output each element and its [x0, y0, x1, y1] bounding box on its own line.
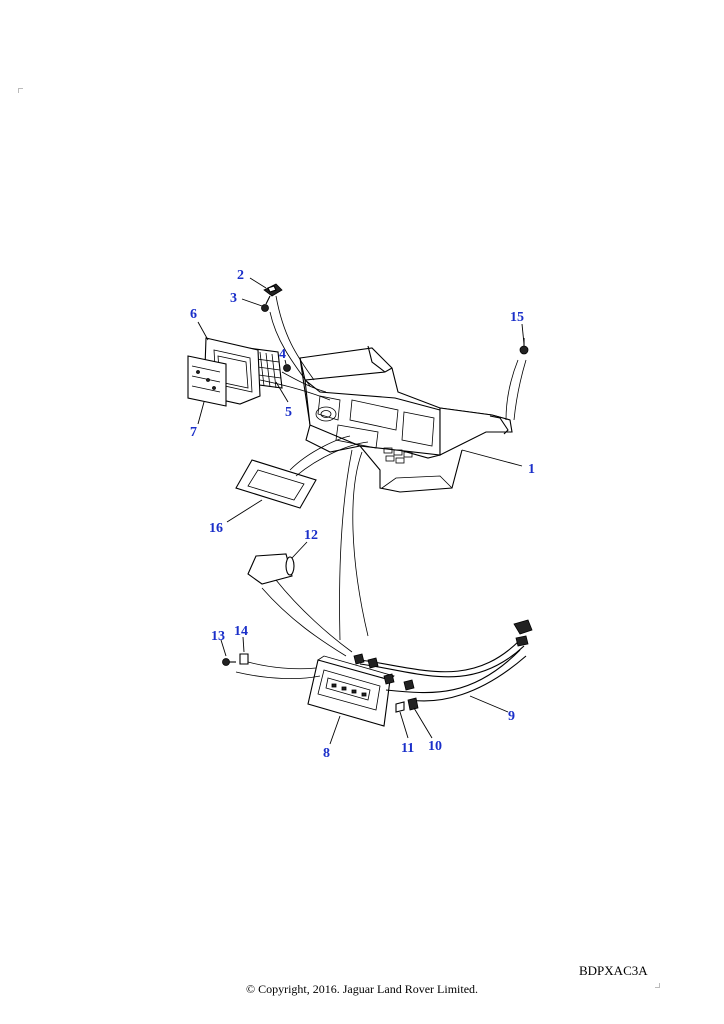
callout-16: 16 — [209, 521, 223, 536]
callout-9: 9 — [508, 709, 515, 724]
copyright-notice: © Copyright, 2016. Jaguar Land Rover Lim… — [245, 982, 479, 996]
part-16-finisher — [235, 459, 317, 509]
part-2-clip — [263, 283, 283, 297]
callout-15: 15 — [510, 310, 524, 325]
callout-8: 8 — [323, 746, 330, 761]
part-7-panel — [187, 355, 227, 407]
part-10-bulb — [407, 697, 419, 711]
callout-5: 5 — [285, 405, 292, 420]
part-13-screw — [222, 658, 236, 666]
callout-12: 12 — [304, 528, 318, 543]
crop-mark-bottom-right — [655, 983, 660, 988]
assembly-guide-lines — [235, 295, 527, 680]
callout-2: 2 — [237, 268, 244, 283]
crop-mark-top-left — [18, 88, 23, 93]
callout-14: 14 — [234, 624, 248, 639]
callout-6: 6 — [190, 307, 197, 322]
callout-7: 7 — [190, 425, 197, 440]
callout-11: 11 — [401, 741, 414, 756]
part-12-bulb — [247, 553, 295, 585]
part-14-clip — [239, 653, 249, 665]
callout-4: 4 — [279, 347, 286, 362]
leader-lines — [197, 277, 525, 745]
callout-3: 3 — [230, 291, 237, 306]
callout-13: 13 — [211, 629, 225, 644]
part-11-bulb — [395, 701, 405, 713]
callout-1: 1 — [528, 462, 535, 477]
part-1-fascia — [299, 345, 513, 493]
part-3-screw — [261, 295, 271, 312]
callout-10: 10 — [428, 739, 442, 754]
illustration-reference-code: BDPXAC3A — [579, 963, 648, 978]
part-4-screw — [283, 364, 291, 372]
callout-labels: 1 2 3 4 5 6 7 8 9 10 11 12 13 14 15 16 — [190, 268, 535, 761]
part-8-control-unit — [307, 655, 395, 727]
part-9-harness — [353, 619, 533, 702]
